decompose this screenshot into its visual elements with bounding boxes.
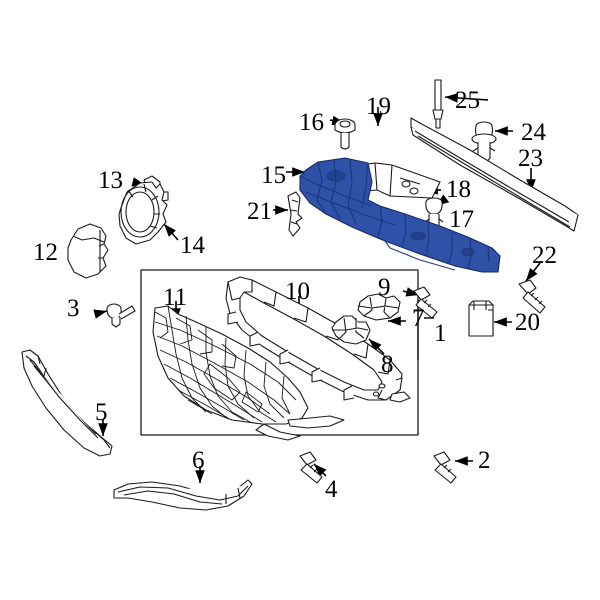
callout-label-10: 10 [285,278,310,305]
callout-label-14: 14 [180,232,205,259]
part-16-flange-bolt [334,118,356,150]
part-2-bolt [433,451,457,484]
callout-label-18: 18 [446,176,471,203]
callout-label-16: 16 [299,109,324,136]
part-21-side-clip [287,191,303,237]
callout-label-9: 9 [378,274,391,301]
callout-label-5: 5 [95,399,108,426]
part-22-bolt [518,279,546,314]
callout-label-7: 7 [412,305,425,332]
callout-label-20: 20 [515,309,540,336]
part-3-clip-retainer [106,303,136,328]
callout-label-24: 24 [521,119,546,146]
part-20-side-bracket [468,300,494,337]
callout-label-11: 11 [163,284,188,311]
part-6-lower-molding-right [113,479,253,511]
part-5-lower-molding-left [21,349,113,457]
part-14-fog-lamp-bezel [118,181,168,245]
callout-label-19: 19 [366,93,391,120]
callout-label-4: 4 [325,476,338,503]
callout-label-3: 3 [67,295,80,322]
part-25-stud-bolt [432,79,444,129]
part-7-sensor-bracket [357,293,401,321]
part-15-front-bumper-upper-cover-highlighted [299,157,501,273]
callout-label-1: 1 [434,320,447,347]
callout-label-8: 8 [381,351,394,378]
part-11-grille-mesh-insert [152,305,345,441]
callout-label-6: 6 [192,447,205,474]
callout-label-2: 2 [478,447,491,474]
part-12-fog-lamp-cover [67,223,109,279]
callout-label-12: 12 [33,239,58,266]
part-8-sensor-retainer [331,315,371,345]
part-4-bolt [299,451,323,484]
part-shapes [21,79,579,511]
part-23-upper-cowl-molding [410,117,579,232]
callout-label-21: 21 [247,198,272,225]
callout-label-15: 15 [261,162,286,189]
callout-label-25: 25 [455,87,480,114]
callout-label-17: 17 [449,206,474,233]
callout-label-22: 22 [532,242,557,269]
part-10-grille-surround-molding [225,276,411,403]
part-9-screw [413,286,438,319]
callout-label-23: 23 [518,145,543,172]
callout-label-13: 13 [98,167,123,194]
